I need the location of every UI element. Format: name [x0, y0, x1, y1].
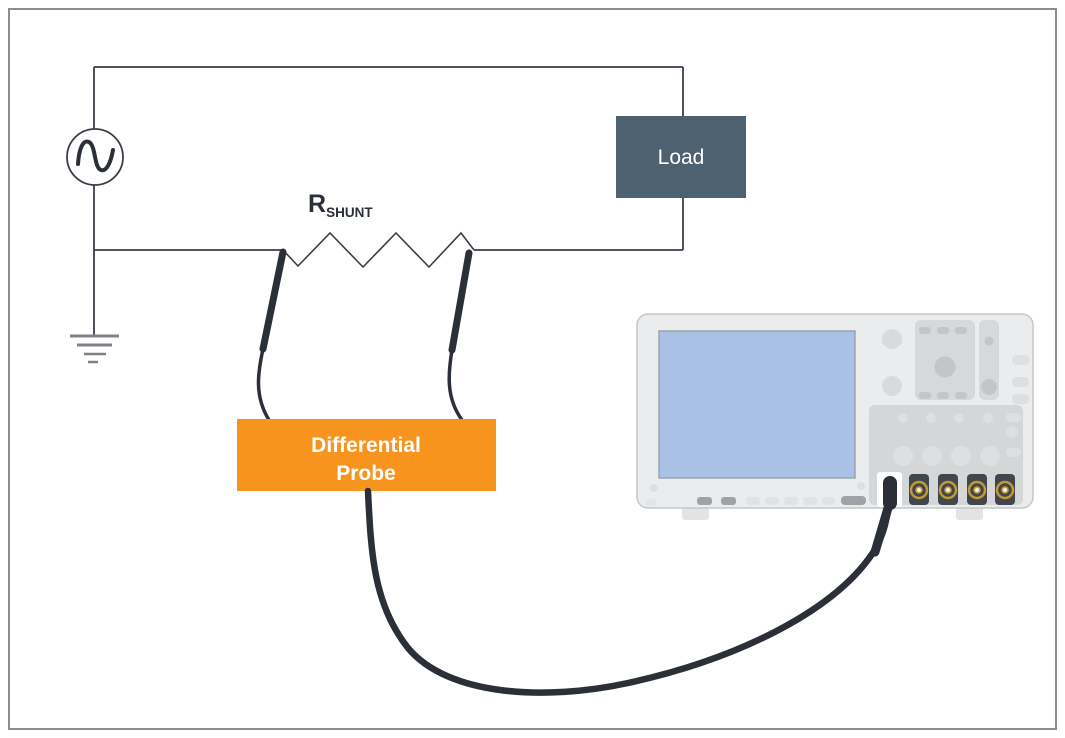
panel-knob-icon: [951, 446, 971, 466]
cable-plug-icon: [883, 476, 897, 510]
bnc-pin-icon: [915, 486, 923, 494]
panel-button: [926, 413, 936, 423]
scope-button: [746, 497, 760, 505]
bnc-pin-icon: [944, 486, 952, 494]
bnc-port-3: [967, 474, 987, 505]
scope-button: [803, 497, 817, 505]
panel-button: [983, 413, 993, 423]
keypad-button: [919, 392, 931, 399]
bnc-ring-icon: [995, 480, 1015, 500]
side-strip-button: [984, 336, 994, 346]
scope-button: [1012, 377, 1029, 387]
keypad-button: [937, 392, 949, 399]
differential-probe-block: Differential Probe: [237, 419, 496, 491]
panel-button: [1006, 426, 1018, 438]
scope-button: [841, 496, 866, 505]
keypad-button: [919, 327, 931, 334]
bnc-ring-icon: [967, 480, 987, 500]
scope-button: [697, 497, 712, 505]
cable-strain-relief: [870, 503, 893, 557]
probe-lead-left: [256, 347, 271, 422]
scope-button: [721, 497, 736, 505]
panel-knob-icon: [893, 446, 913, 466]
probe-tips: [256, 248, 473, 422]
scope-knob-icon: [882, 376, 902, 396]
bnc-pin-icon: [973, 486, 981, 494]
bnc-port-2: [938, 474, 958, 505]
bnc-ring-icon: [938, 480, 958, 500]
keypad-knob-icon: [934, 356, 956, 378]
scope-knob-icon: [882, 329, 902, 349]
scope-button: [1012, 355, 1029, 365]
probe-tip-right: [448, 249, 473, 354]
scope-keypad-panel: [915, 320, 975, 400]
resistor-label-subscript: SHUNT: [326, 205, 373, 220]
bnc-pin-icon: [1001, 486, 1009, 494]
panel-knob-icon: [980, 446, 1000, 466]
probe-cable: [364, 487, 892, 696]
scope-screen: [658, 330, 856, 479]
load-block: Load: [616, 116, 746, 198]
scope-button: [857, 482, 865, 490]
sine-wave-icon: [76, 139, 115, 173]
side-strip-bg: [979, 320, 999, 400]
probe-tip-left: [259, 248, 287, 353]
load-label: Load: [658, 146, 705, 169]
circuit-wires: [66, 66, 684, 336]
keypad-button: [937, 327, 949, 334]
panel-button: [954, 413, 964, 423]
bnc-port-4: [995, 474, 1015, 505]
differential-probe-box: [237, 419, 496, 491]
ground-icon: [70, 334, 119, 364]
panel-button: [1006, 413, 1021, 422]
scope-button: [645, 499, 656, 506]
load-box: [616, 116, 746, 198]
scope-button: [650, 484, 658, 492]
bnc-port-1: [909, 474, 929, 505]
panel-knob-icon: [922, 446, 942, 466]
scope-button: [765, 497, 779, 505]
keypad-button: [955, 327, 967, 334]
scope-button: [1012, 394, 1029, 404]
bnc-ports: [909, 474, 1015, 505]
scope-side-strip: [979, 320, 999, 400]
keypad-button: [955, 392, 967, 399]
resistor-label-main: R: [308, 190, 326, 218]
shunt-resistor-icon: [282, 231, 475, 269]
diagram-frame: [8, 8, 1057, 730]
oscilloscope: [636, 313, 1034, 520]
bnc-ring-icon: [909, 480, 929, 500]
probe-label-line2: Probe: [336, 462, 396, 485]
side-strip-knob-icon: [981, 379, 997, 395]
panel-button: [898, 413, 908, 423]
panel-button: [1006, 448, 1021, 457]
scope-button: [822, 497, 835, 505]
resistor-label: RSHUNT: [308, 190, 373, 220]
scope-bottom-buttons: [645, 482, 866, 506]
scope-button: [784, 497, 798, 505]
probe-lead-right: [447, 348, 464, 422]
probe-label-line1: Differential: [311, 434, 421, 457]
